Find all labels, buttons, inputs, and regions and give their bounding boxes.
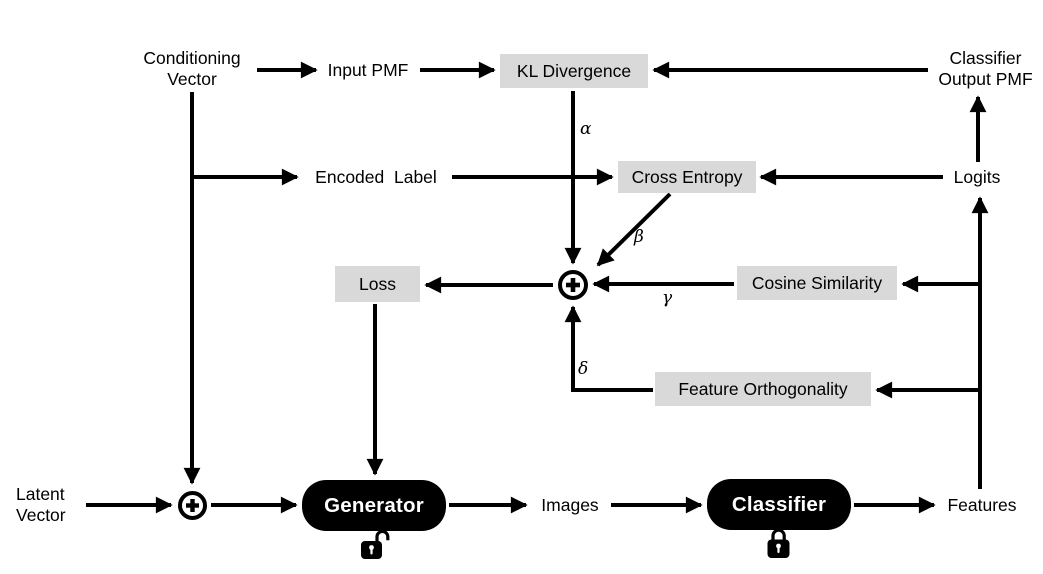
node-logits: Logits — [953, 167, 1001, 187]
node-encoded-label: Encoded Label — [315, 167, 437, 187]
sum-node-inputs — [176, 489, 209, 522]
edge-cross-entropy-to-sum-beta — [596, 192, 672, 267]
edge-orthogonality-to-sum-delta — [564, 305, 653, 392]
sum-node-losses — [556, 268, 590, 302]
weight-gamma-label: γ — [662, 288, 673, 308]
plus-circle-icon — [558, 270, 588, 300]
box-loss: Loss — [335, 266, 420, 302]
node-conditioning-vector: Conditioning Vector — [143, 48, 241, 89]
node-latent-vector: Latent Vector — [16, 484, 66, 525]
locked-padlock-icon — [767, 528, 790, 558]
weight-alpha-label: α — [580, 119, 592, 139]
node-images: Images — [541, 495, 599, 515]
node-classifier: Classifier — [707, 479, 851, 530]
weight-delta-label: δ — [578, 359, 589, 379]
classifier-frozen-indicator — [764, 526, 794, 561]
unlocked-padlock-icon — [361, 529, 390, 559]
box-feature-orthogonality: Feature Orthogonality — [655, 372, 871, 406]
node-features: Features — [947, 495, 1017, 515]
node-input-pmf: Input PMF — [327, 60, 409, 80]
plus-circle-icon — [178, 491, 207, 520]
node-generator: Generator — [302, 480, 446, 531]
node-classifier-output-pmf: Classifier Output PMF — [938, 48, 1033, 89]
box-kl-divergence: KL Divergence — [500, 54, 648, 88]
weight-beta-label: β — [634, 227, 644, 247]
box-cross-entropy: Cross Entropy — [618, 161, 756, 193]
box-cosine-similarity: Cosine Similarity — [737, 266, 897, 300]
generator-trainable-indicator — [356, 527, 394, 563]
